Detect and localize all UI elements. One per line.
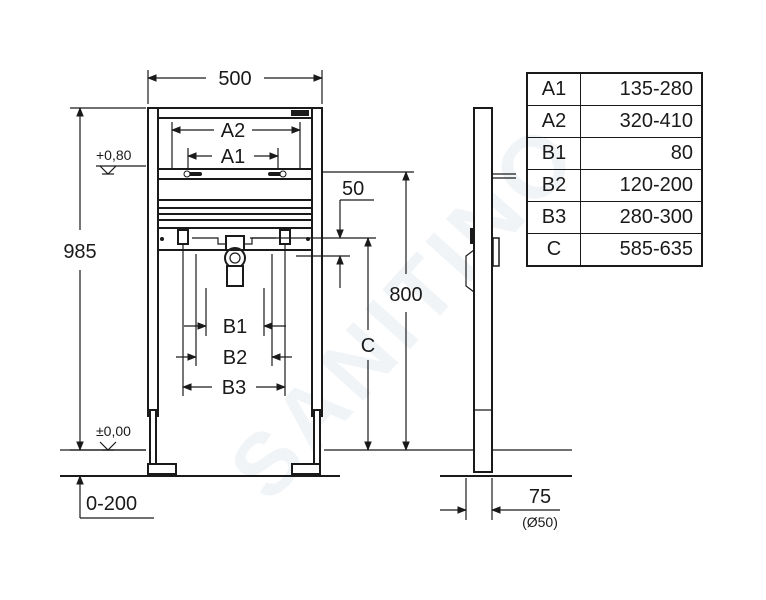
table-cell-value: 280-300 [580, 201, 703, 234]
drain-pipe [226, 265, 244, 287]
table-cell-code: C [526, 233, 581, 267]
label-plate [291, 110, 309, 116]
a2-label: A2 [221, 120, 245, 142]
front-dimensions: 500 985 A2 A1 +0,80 ±0,00 [60, 68, 440, 519]
table-cell-code: A2 [526, 105, 581, 138]
height-label: 985 [63, 241, 96, 263]
width-label: 500 [218, 68, 251, 90]
offset-label: 50 [342, 178, 364, 200]
table-row: B2 120-200 [526, 169, 703, 202]
right-foot [291, 463, 321, 475]
frame-left-post [147, 107, 159, 417]
table-cell-value: 120-200 [580, 169, 703, 202]
b3-label: B3 [222, 377, 246, 399]
c-label: C [361, 335, 375, 357]
table-cell-value: 135-280 [580, 72, 703, 106]
b1-label: B1 [223, 316, 247, 338]
table-cell-code: B2 [526, 169, 581, 202]
depth-note: (Ø50) [522, 514, 558, 530]
frame-right-post [311, 107, 323, 417]
table-cell-value: 80 [580, 137, 703, 170]
drain-head [225, 235, 245, 251]
side-frame [473, 107, 493, 473]
side-view: 75 (Ø50) [440, 107, 572, 530]
table-cell-code: B3 [526, 201, 581, 234]
valve-left [177, 229, 189, 245]
table-row: B3 280-300 [526, 201, 703, 234]
table-row: B1 80 [526, 137, 703, 170]
mounting-bar [157, 168, 313, 180]
table-row: C 585-635 [526, 233, 703, 267]
right-leg [313, 409, 321, 473]
left-leg [149, 409, 157, 473]
table-row: A1 135-280 [526, 72, 703, 106]
cross-bar-middle [157, 199, 313, 209]
mounting-height-label: 800 [389, 284, 422, 306]
table-cell-value: 585-635 [580, 233, 703, 267]
b2-label: B2 [223, 347, 247, 369]
dimension-table: A1 135-280 A2 320-410 B1 80 B2 120-200 B… [526, 72, 703, 267]
table-cell-value: 320-410 [580, 105, 703, 138]
table-cell-code: B1 [526, 137, 581, 170]
front-view [147, 107, 323, 475]
cross-bar-lower [157, 213, 313, 221]
valve-right [279, 229, 291, 245]
a1-label: A1 [221, 146, 245, 168]
table-row: A2 320-410 [526, 105, 703, 138]
left-foot [147, 463, 177, 475]
floor-level-label: ±0,00 [96, 423, 131, 439]
table-cell-code: A1 [526, 72, 581, 106]
depth-label: 75 [529, 486, 551, 508]
foot-range-label: 0-200 [86, 493, 137, 515]
upper-level-label: +0,80 [96, 147, 132, 163]
